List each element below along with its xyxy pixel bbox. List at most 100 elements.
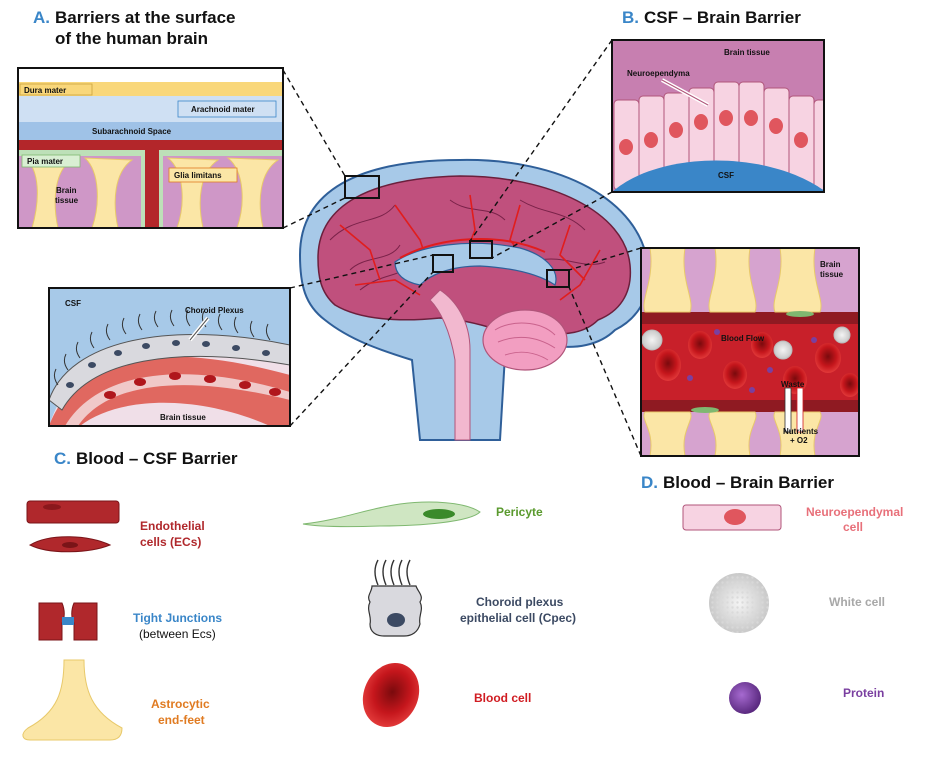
legend-neuro-line2: cell [843, 520, 863, 534]
choroid-epithelium [49, 333, 290, 411]
label-glia-limitans: Glia limitans [174, 171, 222, 180]
legend: Endothelial cells (ECs) Tight Junctions … [22, 500, 903, 741]
subarachnoid-layer [18, 122, 283, 140]
label-choroid-plexus: Choroid Plexus [185, 306, 244, 315]
zoom-box-a [344, 175, 380, 199]
label-pia-mater: Pia mater [27, 157, 63, 166]
label-dura-mater: Dura mater [24, 86, 66, 95]
panel-a-title-line1: Barriers at the surface [55, 8, 235, 27]
legend-endothelial: Endothelial cells (ECs) [26, 500, 205, 553]
panel-d-title: D. Blood – Brain Barrier [641, 473, 834, 492]
proteins-d [687, 329, 817, 393]
panel-b-csf-brain: Brain tissue Neuroependyma CSF [612, 40, 824, 192]
label-csf-c: CSF [65, 299, 81, 308]
label-brain-tissue-b: Brain tissue [724, 48, 770, 57]
legend-astro-line1: Astrocytic [151, 697, 210, 711]
tight-junction-icon [62, 617, 74, 625]
panel-d-frame [640, 247, 860, 457]
label-nutrients: Nutrients [783, 427, 819, 436]
zoom-box-d [546, 269, 570, 288]
astrocytic-endfeet-d [643, 248, 822, 456]
protein-icon [729, 682, 761, 714]
panel-c-title-text: Blood – CSF Barrier [76, 449, 238, 468]
legend-protein: Protein [729, 682, 884, 714]
panel-d-title-text: Blood – Brain Barrier [663, 473, 834, 492]
panel-b-frame [611, 39, 825, 193]
legend-protein-line1: Protein [843, 686, 884, 700]
panel-a-title: A. Barriers at the surface of the human … [33, 8, 235, 48]
panel-c-title: C. Blood – CSF Barrier [54, 449, 238, 468]
legend-cpec-line1: Choroid plexus [476, 595, 564, 609]
panel-d-letter: D. [641, 473, 658, 492]
cerebral-vessels [339, 194, 601, 301]
zoom-box-b [469, 240, 493, 259]
panel-b-letter: B. [622, 8, 639, 27]
legend-neuroependymal: Neuroependymal cell [682, 504, 903, 534]
panel-b-title: B. CSF – Brain Barrier [622, 8, 801, 27]
panel-a-letter: A. [33, 8, 50, 27]
cerebellum-folia [494, 322, 556, 361]
legend-cpec-line2: epithelial cell (Cpec) [460, 611, 576, 625]
label-csf-b: CSF [718, 171, 734, 180]
label-arachnoid-mater: Arachnoid mater [191, 105, 255, 114]
pericyte-icon [302, 501, 481, 528]
legend-white-cell: White cell [709, 573, 885, 633]
label-waste: Waste [781, 380, 805, 389]
panel-c-blood-csf: CSF Choroid Plexus Brain tissue [49, 288, 290, 426]
panel-c-frame [48, 287, 291, 427]
label-brain: Brain [56, 186, 77, 195]
label-neuroependyma: Neuroependyma [627, 69, 690, 78]
legend-endothelial-line1: Endothelial [140, 519, 205, 533]
panel-a-title-line2: of the human brain [55, 29, 208, 48]
endothelial-cell-icon [26, 500, 120, 524]
lateral-ventricle [394, 242, 557, 286]
zoom-box-c [432, 254, 454, 273]
legend-blood-cell: Blood cell [362, 662, 531, 728]
blood-cells-d [655, 331, 859, 397]
label-tissue: tissue [55, 196, 79, 205]
cpec-icon [367, 585, 423, 637]
blood-cells-c [104, 372, 281, 399]
capillary-c [49, 356, 290, 426]
legend-endothelial-line2: cells (ECs) [140, 535, 201, 549]
legend-neuro-line1: Neuroependymal [806, 505, 903, 519]
brain-sagittal-illustration [298, 158, 650, 441]
cerebellum [482, 309, 568, 371]
label-o2: + O2 [790, 436, 808, 445]
nutrients-arrow [796, 387, 804, 433]
microvilli [53, 309, 271, 386]
legend-tight-junctions: Tight Junctions (between Ecs) [38, 602, 222, 641]
label-blood-flow: Blood Flow [721, 334, 765, 343]
zoom-connector-lines [282, 39, 642, 457]
legend-cpec: Choroid plexus epithelial cell (Cpec) [367, 559, 576, 637]
legend-pericyte-line1: Pericyte [496, 505, 543, 519]
endothelium-bottom [641, 400, 859, 412]
panel-a-frame [17, 67, 284, 229]
pericytes-d [691, 311, 814, 413]
panel-a-surface-barriers: Dura mater Arachnoid mater Subarachnoid … [18, 68, 283, 228]
panel-c-letter: C. [54, 449, 71, 468]
legend-pericyte: Pericyte [302, 501, 543, 528]
penetrating-vessel [145, 140, 159, 228]
label-tissue-d: tissue [820, 270, 844, 279]
panel-d-blood-brain: Brain tissue Blood Flow Waste Nutrients … [641, 248, 859, 456]
legend-white-line1: White cell [829, 595, 885, 609]
panel-b-title-text: CSF – Brain Barrier [644, 8, 801, 27]
astrocyte-endfoot-icon [22, 659, 123, 741]
csf-region [612, 160, 824, 192]
brainstem [429, 289, 471, 441]
legend-blood-line1: Blood cell [474, 691, 531, 705]
endothelium-top [641, 312, 859, 324]
label-subarachnoid-space: Subarachnoid Space [92, 127, 172, 136]
label-brain-tissue-c: Brain tissue [160, 413, 206, 422]
red-blood-cell-icon [362, 662, 420, 728]
legend-astrocytic: Astrocytic end-feet [22, 659, 210, 741]
legend-tight-line2: (between Ecs) [139, 627, 216, 641]
gyri-lines [329, 199, 606, 291]
cpec-nuclei [66, 340, 270, 388]
waste-arrow [784, 387, 792, 433]
label-brain-d: Brain [820, 260, 841, 269]
legend-tight-line1: Tight Junctions [133, 611, 222, 625]
cell-nuclei [619, 110, 808, 155]
